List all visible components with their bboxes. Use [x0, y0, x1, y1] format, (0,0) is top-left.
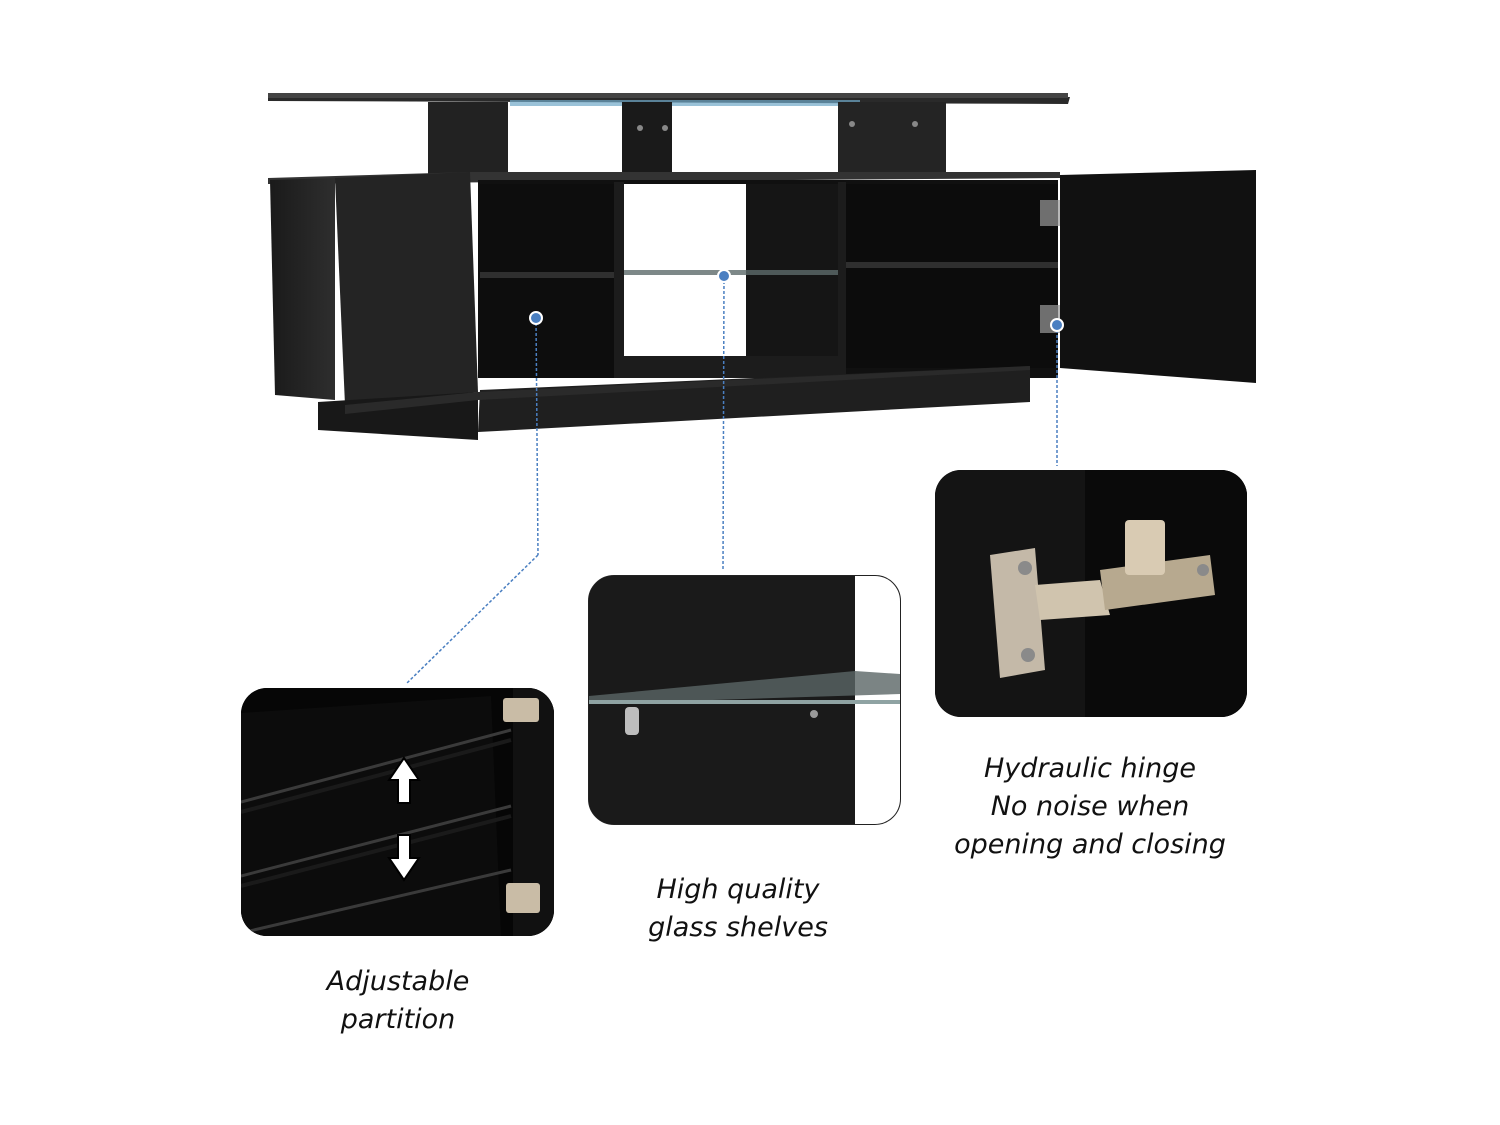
caption-line: opening and closing: [954, 829, 1226, 860]
marker-hydraulic-hinge: [1050, 318, 1064, 332]
marker-glass-shelves: [717, 269, 731, 283]
arrow-up-icon: [387, 756, 421, 804]
caption-line: Adjustable: [326, 966, 470, 997]
caption-line: No noise when: [990, 791, 1190, 822]
callout-glass-shelves: [722, 275, 725, 572]
caption-glass-shelves: High quality glass shelves: [588, 871, 888, 947]
open-door: [1060, 170, 1256, 383]
caption-line: glass shelves: [648, 912, 828, 943]
detail-adjustable-partition: [241, 688, 554, 936]
caption-line: High quality: [656, 874, 820, 905]
caption-hydraulic-hinge: Hydraulic hinge No noise when opening an…: [940, 750, 1240, 864]
detail-glass-shelves: [588, 575, 901, 825]
led-strip: [510, 100, 860, 106]
callout-adjustable-partition: [406, 317, 539, 684]
arrow-down-icon: [387, 834, 421, 882]
caption-line: partition: [340, 1004, 456, 1035]
left-panel: [270, 178, 335, 400]
caption-adjustable-partition: Adjustable partition: [248, 963, 548, 1039]
caption-line: Hydraulic hinge: [983, 753, 1197, 784]
marker-adjustable-partition: [529, 311, 543, 325]
detail-hydraulic-hinge: [935, 470, 1247, 717]
plinth: [345, 366, 1030, 414]
